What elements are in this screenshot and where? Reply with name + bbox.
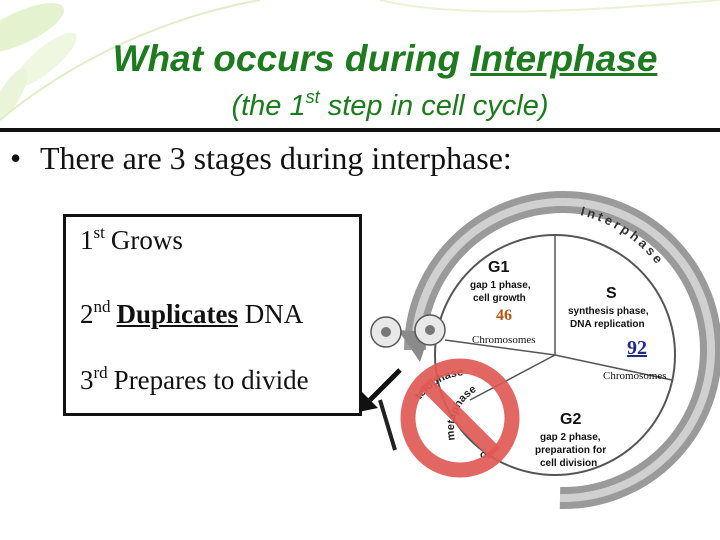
g1-chromosome-unit: Chromosomes [472, 334, 536, 346]
g1-desc-2: cell growth [473, 293, 526, 304]
no-sign-icon [400, 358, 520, 478]
page-subtitle: (the 1st step in cell cycle) [231, 87, 549, 122]
s-title: S [606, 285, 617, 302]
page-title: What occurs during Interphase [112, 38, 658, 79]
g2-desc-3: cell division [540, 458, 597, 469]
bullet-point: • There are 3 stages during interphase: [10, 140, 512, 177]
g1-chromosome-count: 46 [496, 307, 512, 324]
s-desc-1: synthesis phase, [568, 306, 649, 317]
s-desc-2: DNA replication [570, 319, 645, 330]
mitosis-arrow-icon [362, 392, 378, 412]
title-divider [0, 128, 720, 132]
leaf-decoration [0, 0, 720, 122]
g1-desc-1: gap 1 phase, [470, 280, 531, 291]
cell-cycle-diagram: Interphase G1 gap 1 phase, cell growth S… [362, 191, 720, 510]
g2-desc-2: preparation for [535, 445, 606, 456]
g1-title: G1 [488, 259, 509, 276]
s-chromosome-count: 92 [627, 337, 647, 359]
bullet-marker: • [10, 140, 22, 176]
bullet-text: There are 3 stages during interphase: [40, 140, 512, 176]
s-chromosome-unit: Chromosomes [603, 370, 667, 382]
g2-title: G2 [560, 411, 581, 428]
g2-desc-1: gap 2 phase, [540, 432, 601, 443]
